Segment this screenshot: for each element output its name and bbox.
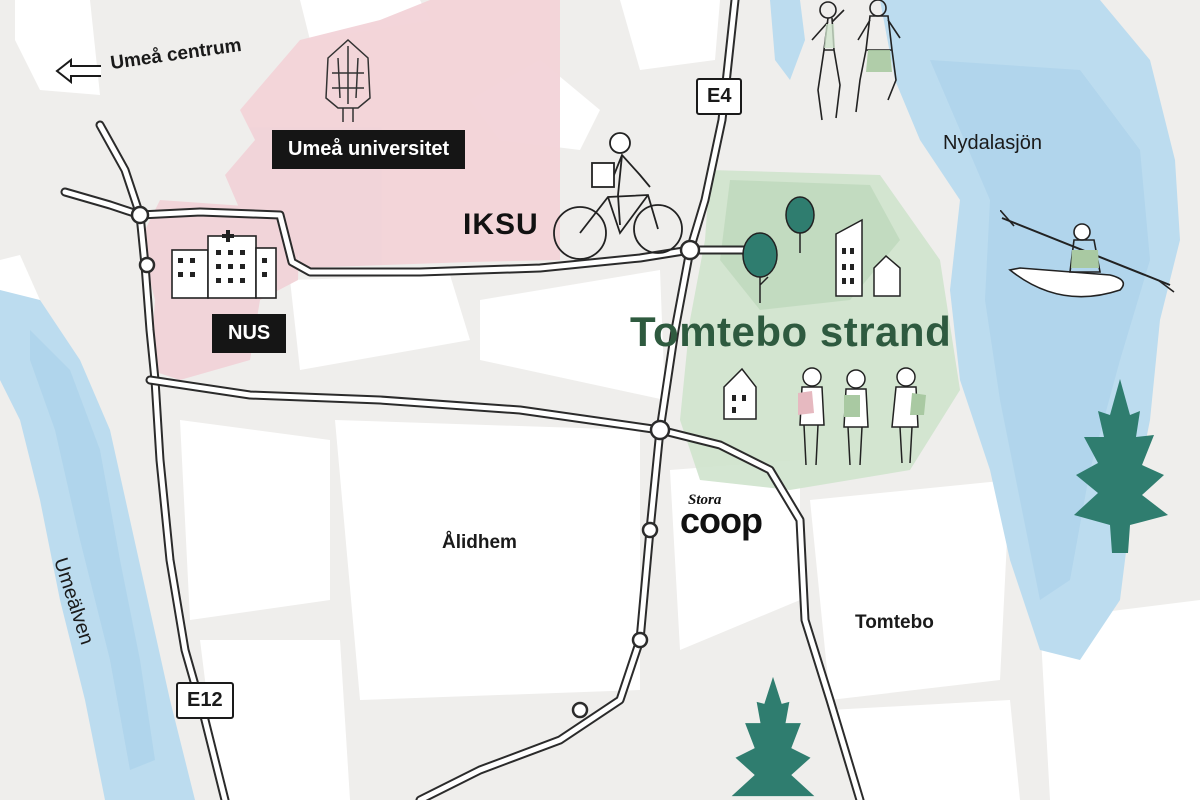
- label-tomtebo-strand[interactable]: Tomtebo strand: [630, 308, 952, 355]
- roundabouts: [130, 205, 701, 719]
- runners-icon: [811, 0, 901, 121]
- e4-road-shield: E4: [696, 78, 743, 115]
- coop-logo[interactable]: coop: [680, 500, 763, 541]
- label-nydalasjon: Nydalasjön: [943, 132, 1042, 154]
- hospital-building-icon: [171, 230, 277, 299]
- spruce-tree-icon: [1074, 379, 1168, 553]
- arrow-left-icon: [55, 58, 101, 84]
- label-umea-universitet[interactable]: Umeå universitet: [272, 130, 466, 169]
- cyclist-icon: [553, 132, 683, 260]
- iksu-logo[interactable]: IKSU: [463, 208, 539, 241]
- house-icon: [835, 218, 901, 297]
- road-network: [60, 0, 865, 800]
- tree-icon: [742, 196, 815, 303]
- label-tomtebo: Tomtebo: [855, 612, 934, 633]
- label-alidhem: Ålidhem: [442, 532, 517, 553]
- children-walking-icon: [723, 367, 926, 466]
- spruce-tree-icon: [731, 676, 815, 797]
- coop-logo-small: Stora: [688, 492, 722, 508]
- kayaker-icon: [1000, 210, 1175, 298]
- label-nus[interactable]: NUS: [212, 314, 287, 353]
- e12-road-shield: E12: [176, 682, 234, 719]
- sculpture-icon: [325, 38, 371, 122]
